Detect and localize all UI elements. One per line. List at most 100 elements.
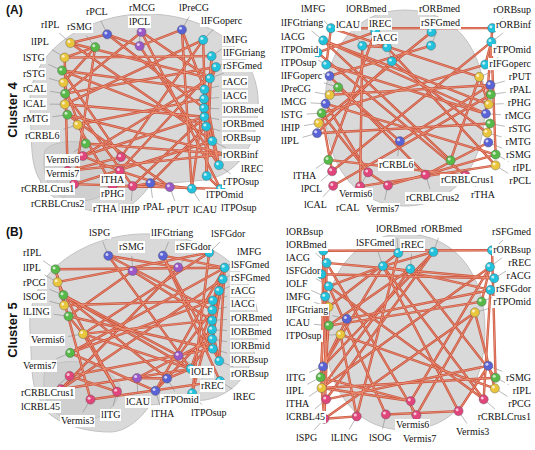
region-sphere: [187, 184, 196, 193]
sphere-body: [486, 80, 495, 89]
region-label: Vermis6: [338, 188, 373, 200]
sphere-highlight: [55, 279, 58, 282]
sphere-highlight: [80, 331, 83, 334]
region-sphere: [378, 261, 387, 270]
region-label: lIPL: [30, 36, 50, 48]
sphere-highlight: [220, 276, 223, 279]
region-label: lTPOsup: [280, 57, 318, 69]
region-label: rMCG: [128, 2, 156, 14]
sphere-body: [329, 181, 338, 190]
region-sphere: [215, 356, 224, 365]
region-label: rORBsup: [222, 132, 262, 144]
region-label: lACG: [285, 252, 311, 264]
connection-highlight: [326, 28, 331, 64]
region-sphere: [321, 99, 330, 108]
connection-highlight: [83, 156, 120, 171]
region-sphere: [324, 282, 333, 291]
region-sphere: [342, 314, 351, 323]
connection-line: [326, 28, 331, 64]
sphere-body: [103, 30, 112, 39]
sphere-highlight: [209, 138, 212, 141]
region-sphere: [312, 129, 321, 138]
region-sphere: [381, 410, 390, 419]
connection-line: [69, 271, 133, 316]
connection-highlight: [55, 269, 64, 305]
region-label: lMFG: [300, 3, 326, 15]
region-sphere: [66, 348, 75, 357]
sphere-highlight: [487, 121, 490, 124]
region-sphere: [322, 60, 331, 69]
connection-line: [55, 269, 64, 305]
region-label: rPAL: [142, 201, 165, 213]
region-sphere: [486, 90, 495, 99]
connection-line: [163, 256, 225, 268]
sphere-highlight: [209, 327, 212, 330]
sphere-highlight: [61, 80, 64, 83]
sphere-highlight: [479, 299, 482, 302]
region-sphere: [174, 263, 183, 272]
sphere-body: [342, 314, 351, 323]
sphere-highlight: [323, 101, 326, 104]
region-sphere: [73, 120, 82, 129]
connection-highlight: [179, 310, 213, 356]
sphere-highlight: [164, 376, 167, 379]
sphere-highlight: [326, 323, 329, 326]
connection-line: [400, 85, 490, 141]
leader-line: [103, 242, 108, 256]
connection-line: [68, 154, 226, 171]
sphere-highlight: [319, 385, 322, 388]
sphere-highlight: [429, 29, 432, 32]
region-sphere: [395, 137, 404, 146]
region-sphere: [135, 41, 144, 50]
region-sphere: [208, 305, 217, 314]
region-sphere: [383, 181, 392, 190]
connection-highlight: [482, 267, 490, 302]
connection-highlight: [324, 312, 475, 418]
region-sphere: [200, 112, 209, 121]
connection-highlight: [341, 335, 495, 389]
region-label: Vermis3: [60, 415, 95, 427]
sphere-highlight: [59, 68, 62, 71]
region-label: lLING: [22, 306, 51, 318]
sphere-body: [51, 265, 60, 274]
connection-highlight: [65, 56, 212, 57]
region-label: lORBsup: [230, 354, 269, 366]
region-label: rPCL: [508, 175, 532, 187]
connection-highlight: [163, 256, 219, 361]
region-sphere: [165, 182, 174, 191]
sphere-highlight: [204, 173, 207, 176]
connection-highlight: [182, 30, 192, 189]
connection-highlight: [328, 32, 375, 160]
sphere-body: [208, 334, 217, 343]
region-sphere: [316, 373, 325, 382]
sphere-body: [199, 94, 208, 103]
connection-highlight: [142, 32, 221, 189]
sphere-highlight: [319, 110, 322, 113]
sphere-highlight: [326, 157, 329, 160]
connection-line: [341, 335, 357, 417]
connection-line: [61, 267, 178, 389]
region-label: Vermis7: [45, 168, 80, 180]
sphere-body: [158, 251, 167, 260]
region-label: lSFGmed: [355, 237, 395, 249]
connection-line: [410, 269, 495, 378]
sphere-highlight: [344, 316, 347, 319]
connection-highlight: [83, 320, 212, 334]
leader-line: [315, 92, 330, 95]
region-label: rCRBLCrus1: [20, 183, 75, 195]
sphere-highlight: [486, 101, 489, 104]
region-sphere: [103, 30, 112, 39]
region-label: lTPOsup: [285, 330, 323, 342]
region-label: lOLF: [285, 278, 309, 290]
region-sphere: [486, 285, 495, 294]
connection-line: [329, 266, 383, 286]
region-label: lHIP: [120, 204, 141, 216]
region-label: Vermis3: [455, 426, 490, 438]
region-label: rCRBLCrus1: [440, 174, 495, 186]
region-label: lTPOmid: [280, 44, 319, 56]
region-sphere: [317, 109, 326, 118]
sphere-highlight: [61, 302, 64, 305]
region-sphere: [104, 251, 113, 260]
connection-line: [322, 388, 411, 401]
sphere-highlight: [318, 374, 321, 377]
